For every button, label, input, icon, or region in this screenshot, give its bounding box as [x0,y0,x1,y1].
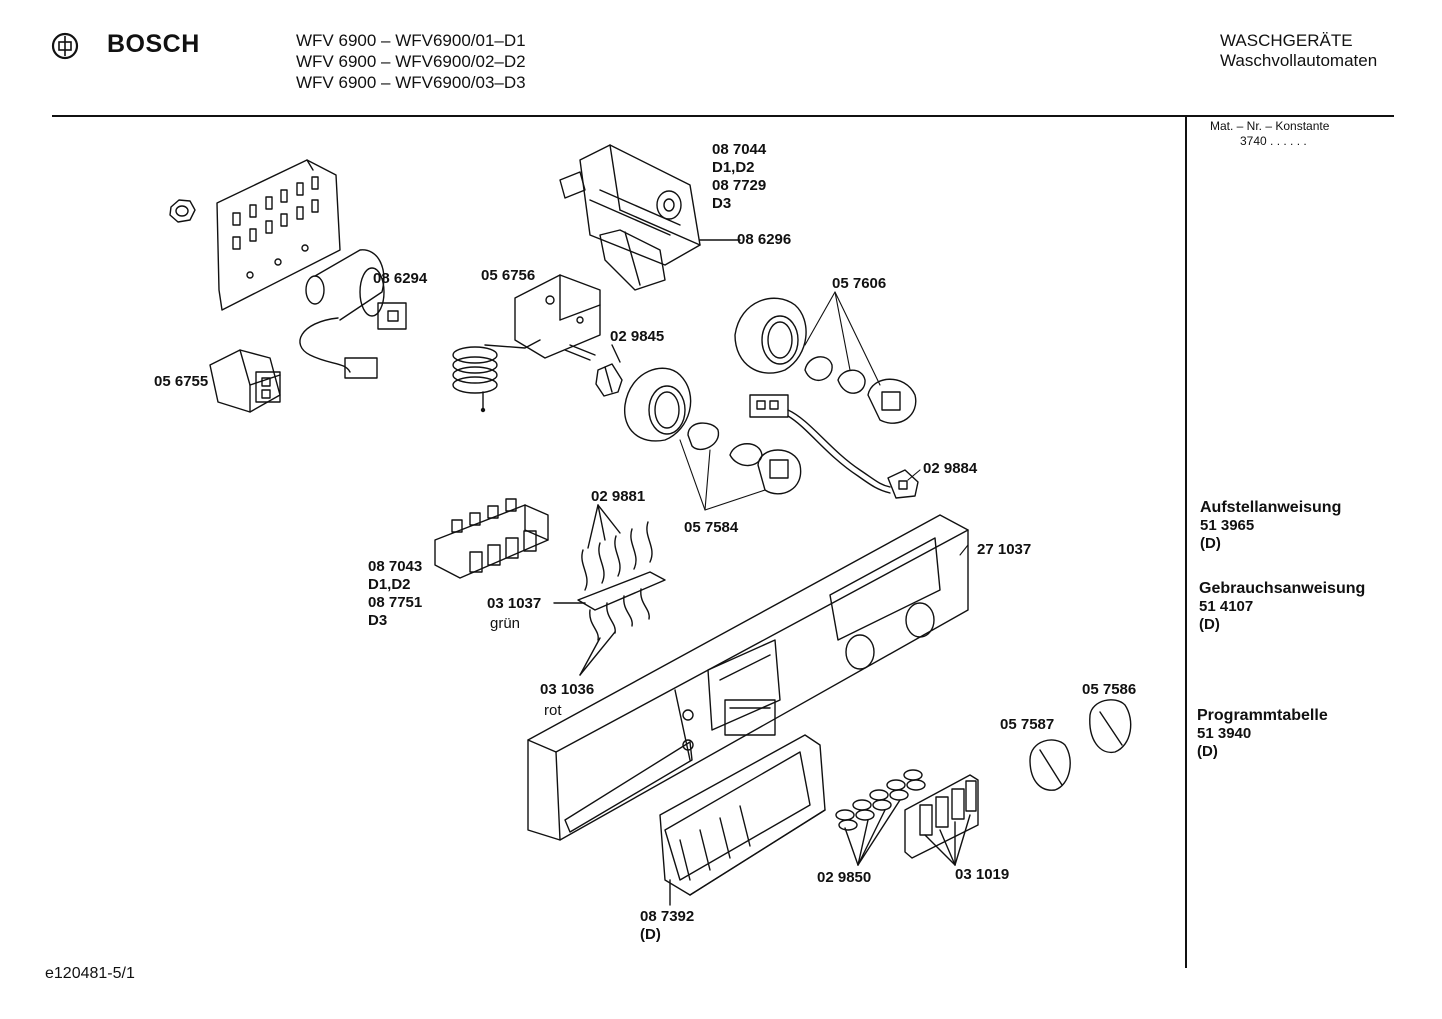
part-271037: 27 1037 [977,541,1032,558]
part-056756: 05 6756 [481,267,536,284]
model-line-2: WFV 6900 – WFV6900/02–D2 [296,52,526,71]
push-buttons-part [904,774,979,866]
rocker-caps-part [553,571,666,676]
brand-name: BOSCH [107,30,200,58]
model-line-1: WFV 6900 – WFV6900/01–D1 [296,31,526,50]
part-029850: 02 9850 [817,869,872,886]
rotary-knobs-part [1029,699,1132,791]
doc-setup-number: 51 3965 [1200,517,1255,534]
material-constant: Mat. – Nr. – Konstante 3740 . . . . . . [1210,119,1329,149]
coupling-part [595,344,623,397]
part-057584: 05 7584 [684,519,739,536]
knob-cap-right-part [734,297,917,424]
drawing-code: e120481-5/1 [45,965,135,982]
category-block: WASCHGERÄTE Waschvollautomaten [1220,31,1377,71]
part-031037-color: grün [490,615,521,632]
part-087729-variant: D3 [712,195,732,212]
part-087043-variant: D1,D2 [368,576,411,593]
hex-nut-part [169,199,196,223]
interference-filter-part [299,249,407,379]
doc-setup-title: Aufstellanweisung [1200,499,1342,516]
model-list: WFV 6900 – WFV6900/01–D1 WFV 6900 – WFV6… [296,30,526,93]
doc-manual: Gebrauchsanweisung 51 4107 (D) [1199,579,1365,634]
header-rule [52,115,1394,117]
part-057586: 05 7586 [1082,681,1137,698]
display-cover-part [659,734,826,906]
material-label: Mat. – Nr. – Konstante [1210,119,1330,133]
doc-setup-lang: (D) [1200,535,1221,552]
material-value: 3740 . . . . . . [1240,134,1307,148]
doc-manual-title: Gebrauchsanweisung [1199,580,1366,597]
switch-block-part [434,498,549,579]
knob-cap-left-part [624,367,802,495]
doc-program: Programmtabelle 51 3940 (D) [1197,706,1328,761]
part-087044-variant: D1,D2 [712,159,755,176]
program-timer-part [559,144,741,291]
part-086294: 08 6294 [373,270,428,287]
part-031037: 03 1037 [487,595,542,612]
contact-springs-part [581,504,653,591]
part-031019: 03 1019 [955,866,1010,883]
cable-connector-part [749,394,919,499]
pressure-switch-part [452,274,601,413]
exploded-parts-diagram [169,144,1132,906]
doc-manual-lang: (D) [1199,616,1220,633]
part-087044-number: 08 7044 [712,141,767,158]
bosch-logo: BOSCH [50,30,210,62]
part-029845: 02 9845 [610,328,665,345]
part-029881: 02 9881 [591,488,646,505]
part-087751-number: 08 7751 [368,594,423,611]
part-087043: 08 7043 D1,D2 08 7751 D3 [368,558,422,630]
part-087043-number: 08 7043 [368,558,423,575]
bosch-armature-icon [51,32,79,60]
part-087392-number: 08 7392 [640,908,695,925]
part-087044: 08 7044 D1,D2 08 7729 D3 [712,141,766,213]
part-087751-variant: D3 [368,612,388,629]
control-panel-frame-part [527,514,969,841]
doc-setup: Aufstellanweisung 51 3965 (D) [1200,498,1341,553]
part-029884: 02 9884 [923,460,978,477]
part-031036: 03 1036 [540,681,595,698]
part-057587: 05 7587 [1000,716,1055,733]
part-086296: 08 6296 [737,231,792,248]
mounting-plate-part [216,159,341,311]
springs-set-part [835,769,926,866]
leader-lines [679,291,969,556]
doc-manual-number: 51 4107 [1199,598,1254,615]
model-line-3: WFV 6900 – WFV6900/03–D3 [296,73,526,92]
part-056755: 05 6755 [154,373,209,390]
category-title: WASCHGERÄTE [1220,31,1353,50]
doc-program-lang: (D) [1197,743,1218,760]
part-087392-variant: (D) [640,926,661,943]
part-031036-color: rot [544,702,562,719]
sidebar-divider [1185,116,1187,968]
category-subtitle: Waschvollautomaten [1220,51,1378,70]
doc-program-number: 51 3940 [1197,725,1252,742]
part-057606: 05 7606 [832,275,887,292]
part-087729-number: 08 7729 [712,177,767,194]
doc-program-title: Programmtabelle [1197,707,1328,724]
transformer-part [209,349,281,413]
part-087392: 08 7392 (D) [640,908,694,944]
